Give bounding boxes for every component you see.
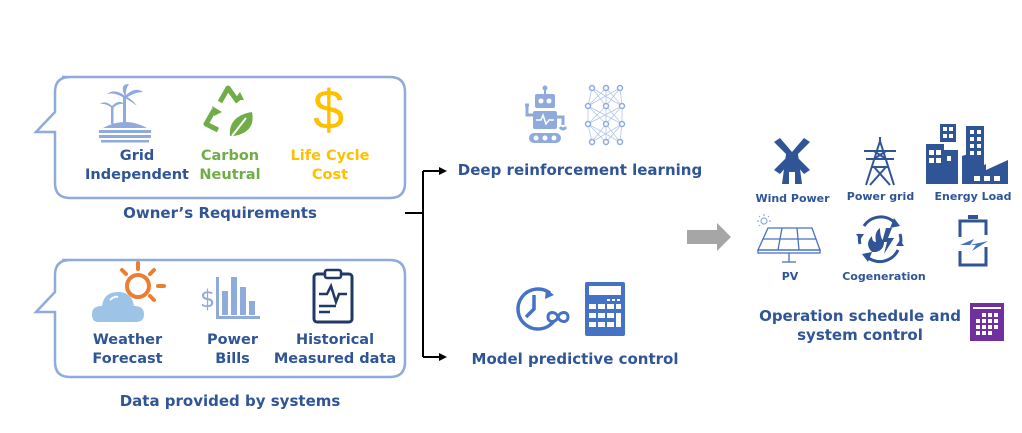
neural-network-icon: [584, 84, 626, 146]
label-line: Carbon: [200, 148, 260, 164]
label-line: Cost: [311, 167, 349, 183]
power-bills-label: Power Bills: [190, 331, 275, 369]
wind-power-label: Wind Power: [755, 192, 830, 205]
carbon-neutral-label: Carbon Neutral: [180, 147, 280, 185]
weather-forecast-label: Weather Forecast: [80, 331, 175, 369]
clipboard-icon: [312, 268, 354, 324]
gray-arrow-icon: [687, 223, 731, 251]
drl-label: Deep reinforcement learning: [457, 161, 703, 179]
bill-chart-icon: $: [200, 277, 260, 319]
windmill-icon: [774, 138, 810, 184]
owner-requirements-title: Owner’s Requirements: [123, 204, 317, 222]
label-line: Measured data: [273, 351, 397, 367]
cogeneration-icon: [856, 215, 904, 264]
mpc-label: Model predictive control: [471, 350, 679, 368]
label-line: Neutral: [199, 167, 261, 183]
island-icon: [99, 84, 151, 143]
buildings-icon: [926, 124, 1008, 184]
solar-panel-icon: [756, 214, 821, 263]
pv-label: PV: [781, 270, 799, 283]
title-line: system control: [797, 326, 923, 344]
dollar-icon: $: [313, 78, 345, 141]
title-line: Operation schedule and: [759, 307, 961, 325]
battery-icon: [958, 215, 988, 267]
svg-text:$: $: [200, 285, 215, 313]
label-line: Bills: [215, 351, 250, 367]
grid-independent-label: Grid Independent: [82, 147, 192, 185]
label-line: Forecast: [92, 351, 163, 367]
label-line: Independent: [85, 167, 189, 183]
label-line: Historical: [295, 332, 375, 348]
recycle-leaf-icon: [203, 85, 253, 137]
label-line: Weather: [92, 332, 163, 348]
pylon-icon: [864, 137, 896, 186]
calendar-icon: [970, 303, 1004, 341]
system-data-title: Data provided by systems: [119, 392, 341, 410]
power-grid-label: Power grid: [846, 190, 915, 203]
label-line: Power: [207, 332, 258, 348]
calculator-icon: [585, 282, 625, 336]
cogeneration-label: Cogeneration: [842, 270, 926, 283]
historical-data-label: Historical Measured data: [270, 331, 400, 369]
label-line: Grid: [119, 148, 155, 164]
robot-icon: [525, 85, 568, 143]
weather-icon: [92, 261, 166, 322]
label-line: Life Cycle: [290, 148, 370, 164]
operation-schedule-title: Operation schedule and system control: [750, 307, 970, 345]
life-cycle-cost-label: Life Cycle Cost: [280, 147, 380, 185]
energy-load-label: Energy Load: [934, 190, 1012, 203]
clock-infinity-icon: [516, 287, 570, 331]
